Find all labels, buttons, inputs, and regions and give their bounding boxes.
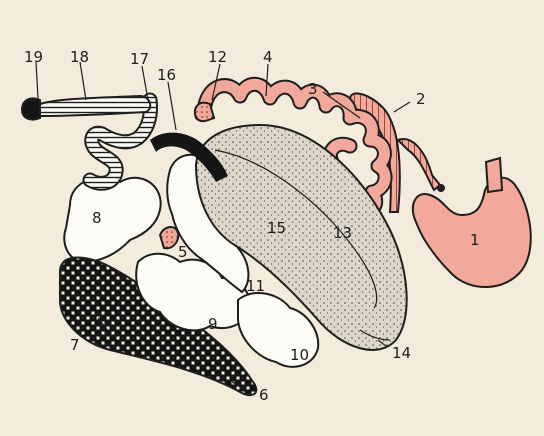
organ-2-link <box>398 139 440 190</box>
label-19: 19 <box>24 48 43 66</box>
label-8: 8 <box>92 209 102 227</box>
organ-1-neck <box>486 158 502 192</box>
label-1: 1 <box>470 231 480 249</box>
label-14: 14 <box>392 344 411 362</box>
label-9: 9 <box>208 315 218 333</box>
organ-8 <box>64 178 160 263</box>
label-17: 17 <box>130 50 149 68</box>
label-4: 4 <box>263 48 273 66</box>
organ-19-end <box>22 98 40 119</box>
label-2: 2 <box>416 90 426 108</box>
label-18: 18 <box>70 48 89 66</box>
label-13: 13 <box>333 224 352 242</box>
label-6: 6 <box>259 386 269 404</box>
label-11: 11 <box>246 277 265 295</box>
organ-18-tube <box>40 96 150 116</box>
label-10: 10 <box>290 346 309 364</box>
label-16: 16 <box>157 66 176 84</box>
organ-12-dotted-segment <box>195 103 214 121</box>
label-12: 12 <box>208 48 227 66</box>
label-3: 3 <box>308 80 318 98</box>
label-15: 15 <box>267 219 286 237</box>
label-5: 5 <box>178 243 188 261</box>
label-7: 7 <box>70 336 80 354</box>
organ-5-dotted-patch <box>160 227 178 248</box>
